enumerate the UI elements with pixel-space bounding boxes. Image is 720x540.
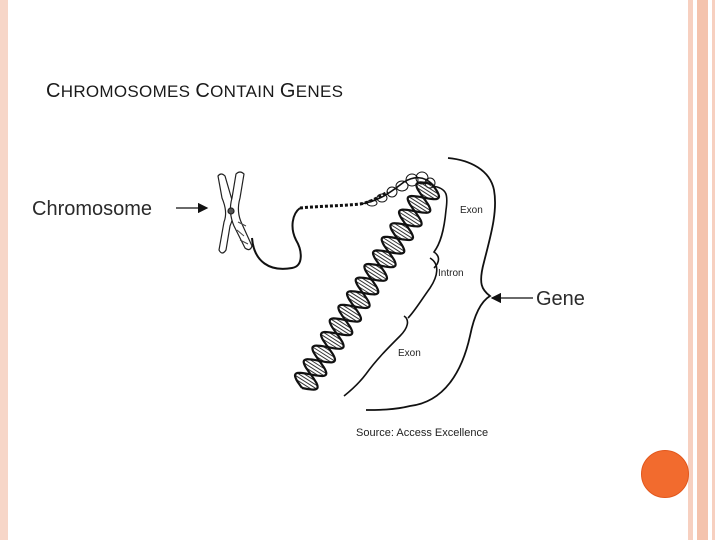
- base-pair: [419, 182, 439, 195]
- base-pair: [296, 379, 313, 390]
- base-pair: [341, 304, 361, 317]
- base-pair: [393, 222, 413, 236]
- base-pair: [400, 216, 417, 227]
- title-part: G: [279, 80, 296, 102]
- base-pair: [329, 321, 351, 336]
- right-border-stripe: [688, 0, 693, 540]
- base-pair: [356, 277, 379, 293]
- title-part: ONTAIN: [210, 82, 280, 101]
- slide-title: CHROMOSOMES CONTAIN GENES: [46, 80, 343, 103]
- base-pair: [390, 224, 413, 240]
- chromatin-coil: [366, 171, 436, 207]
- chromosome-icon: [217, 171, 253, 254]
- base-pair: [349, 291, 370, 305]
- base-pair: [309, 358, 326, 370]
- left-border: [0, 0, 8, 540]
- title-part: C: [46, 80, 61, 102]
- gene-label: Gene: [536, 288, 585, 310]
- chromatin-fiber: [251, 207, 302, 270]
- base-pair: [330, 318, 353, 334]
- base-pair: [323, 331, 344, 346]
- title-part: ENES: [295, 82, 344, 101]
- base-pair: [364, 268, 384, 282]
- title-part: HROMOSOMES: [60, 82, 196, 101]
- title-part: C: [195, 80, 211, 102]
- base-pair: [408, 196, 431, 211]
- intron-label: Intron: [438, 268, 464, 279]
- base-pair: [407, 199, 429, 213]
- base-pair: [346, 293, 369, 308]
- base-pair: [315, 345, 335, 358]
- exon-label: Exon: [398, 348, 421, 359]
- base-pair: [367, 263, 387, 277]
- base-pair: [312, 346, 335, 362]
- base-pair: [390, 227, 410, 241]
- base-pair: [361, 277, 378, 288]
- base-pair: [372, 252, 395, 267]
- base-pair: [312, 350, 332, 363]
- base-pair: [387, 236, 404, 248]
- decorative-circle: [641, 450, 689, 498]
- base-pair: [413, 195, 430, 207]
- base-pair: [374, 256, 391, 268]
- base-pair: [338, 309, 358, 322]
- base-pair: [416, 183, 439, 199]
- base-pair: [364, 264, 387, 280]
- base-pair: [348, 297, 365, 309]
- base-pair: [355, 280, 377, 295]
- right-border-stripe: [712, 0, 715, 540]
- base-pair: [335, 318, 352, 329]
- base-pair: [375, 250, 396, 264]
- base-pair: [322, 338, 339, 350]
- base-pair: [304, 359, 327, 375]
- base-pair: [338, 305, 361, 321]
- exon-bracket: [431, 185, 448, 269]
- base-pair: [398, 211, 421, 227]
- dna-strand: [301, 183, 441, 391]
- right-border-stripe: [697, 0, 708, 540]
- gene-bracket: [365, 157, 496, 411]
- exon-bracket: [343, 315, 409, 397]
- base-pair: [416, 187, 436, 200]
- chromosome-label: Chromosome: [32, 198, 153, 220]
- intron-bracket: [407, 257, 438, 319]
- base-pair: [382, 237, 405, 252]
- base-pair: [294, 374, 317, 390]
- base-pair: [320, 333, 343, 349]
- base-pair: [401, 209, 422, 224]
- source-caption: Source: Access Excellence: [356, 427, 489, 439]
- base-pair: [303, 362, 325, 377]
- dna-double-helix: [293, 181, 441, 391]
- dna-strand: [293, 181, 433, 389]
- base-pair: [381, 240, 403, 254]
- exon-label: Exon: [460, 205, 483, 216]
- base-pair: [297, 372, 318, 387]
